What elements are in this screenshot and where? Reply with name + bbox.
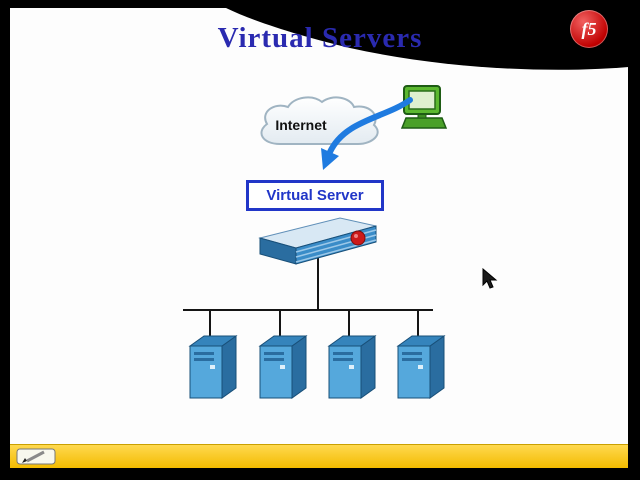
- drop-line: [348, 311, 350, 337]
- server-tower-icon: [258, 335, 308, 399]
- f5-logo-text: f5: [581, 18, 597, 39]
- slide-title: Virtual Servers: [217, 22, 423, 54]
- server-tower-icon: [188, 335, 238, 399]
- network-bus-line: [183, 309, 433, 311]
- connection-arrow-icon: [321, 97, 413, 170]
- server-tower-icon: [327, 335, 377, 399]
- annotation-pen-icon[interactable]: [16, 448, 56, 465]
- server-tower-icon: [396, 335, 446, 399]
- drop-line: [209, 311, 211, 337]
- virtual-server-label: Virtual Server: [266, 187, 364, 204]
- f5-logo-icon: f5: [570, 10, 608, 48]
- drop-line: [279, 311, 281, 337]
- internet-label: Internet: [275, 117, 327, 133]
- bigip-appliance-icon: [258, 217, 377, 265]
- mouse-cursor-icon: [482, 268, 498, 289]
- drop-line: [417, 311, 419, 337]
- bottom-toolbar: [10, 444, 628, 468]
- top-swoosh-decoration: [226, 8, 640, 70]
- virtual-server-label-box: Virtual Server: [246, 180, 384, 211]
- trunk-line: [317, 254, 319, 311]
- workstation-icon: [400, 85, 448, 129]
